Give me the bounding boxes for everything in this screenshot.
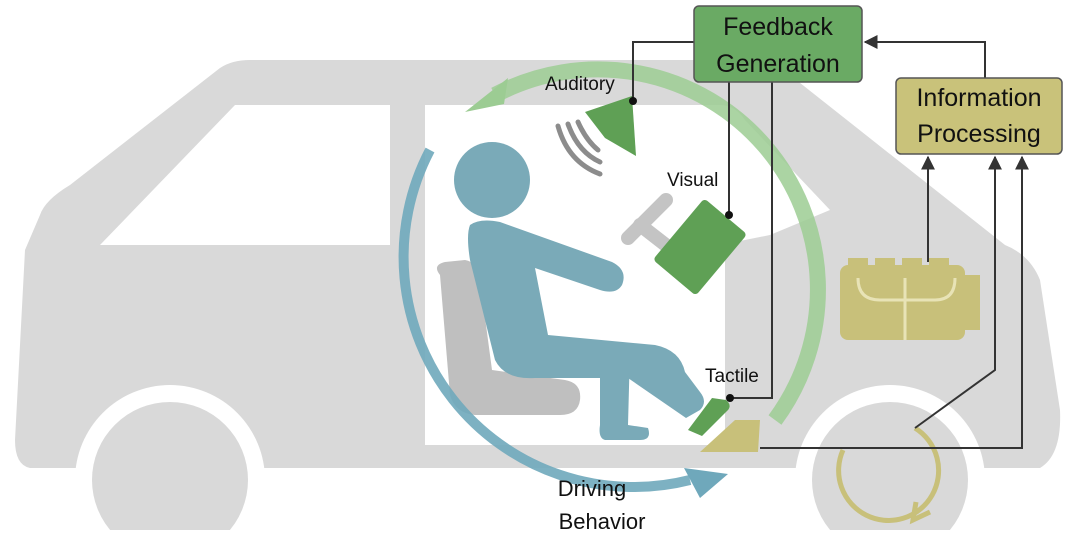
engine-icon: [840, 258, 980, 340]
driving-behavior-line1: Driving: [558, 476, 626, 501]
connector-lines: [632, 35, 1029, 449]
information-processing-box: Information Processing: [895, 77, 1063, 155]
visual-label: Visual: [667, 170, 718, 191]
feedback-line2: Generation: [716, 50, 840, 78]
display-icon: [654, 199, 746, 295]
tactile-label: Tactile: [705, 366, 759, 387]
driver-icon: [454, 142, 704, 440]
pedal-icon: [688, 398, 760, 452]
feedback-loop-arc: [491, 61, 826, 425]
speaker-icon: [585, 96, 636, 156]
information-line2: Processing: [917, 120, 1041, 148]
seat-icon: [436, 260, 581, 415]
engine-detail: [856, 277, 957, 340]
connector-endpoints: [629, 97, 734, 402]
auditory-label: Auditory: [545, 74, 615, 95]
feedback-generation-box: Feedback Generation: [693, 5, 863, 83]
wheel-rotation-icon: [836, 425, 942, 525]
feedback-arrowhead: [465, 78, 508, 112]
information-line1: Information: [916, 84, 1041, 112]
driving-arrowhead: [684, 468, 728, 498]
feedback-line1: Feedback: [723, 13, 833, 41]
driving-behavior-arc: [398, 147, 692, 492]
sound-waves-icon: [555, 119, 603, 177]
driving-behavior-line2: Behavior: [559, 509, 646, 534]
